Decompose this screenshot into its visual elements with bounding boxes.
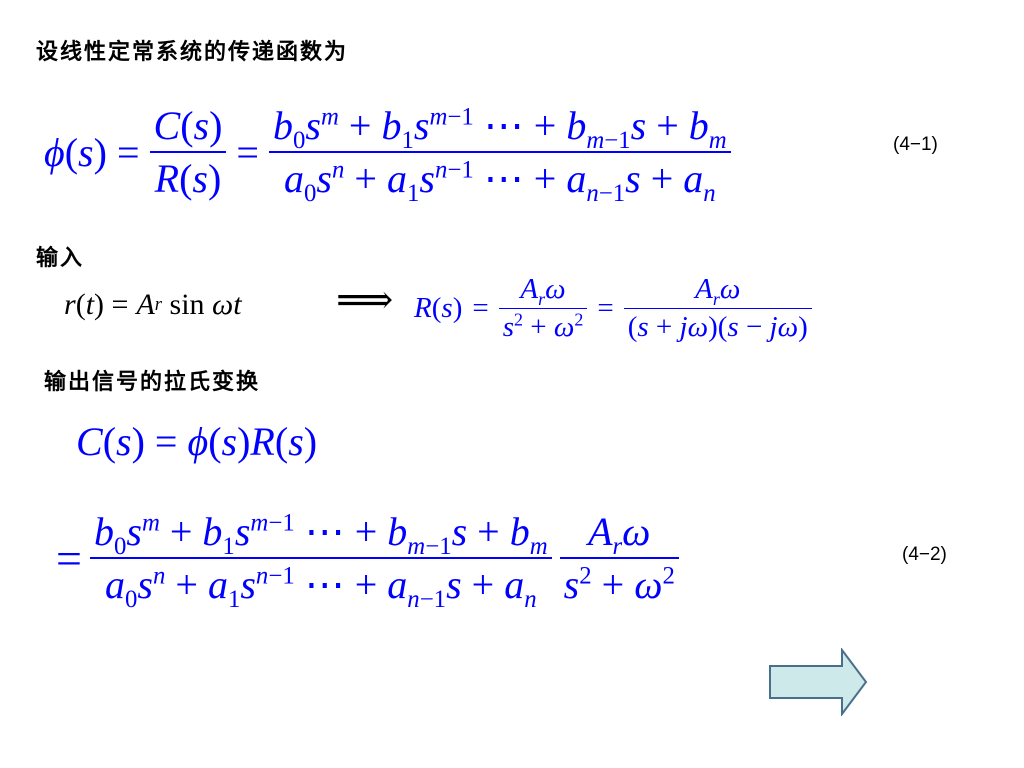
input-heading: 输入 bbox=[36, 246, 85, 271]
eq1-rhs-fraction: b0sm + b1sm−1 ⋯ + bm−1s + bm a0sn + a1sn… bbox=[268, 102, 731, 206]
input-fraction-2: Arω (s + jω)(s − jω) bbox=[623, 273, 812, 344]
equation-number-4-1: (4−1) bbox=[893, 134, 938, 155]
next-arrow-button[interactable] bbox=[768, 647, 868, 717]
input-fraction-1: Arω s2 + ω2 bbox=[498, 273, 588, 344]
intro-heading: 设线性定常系统的传递函数为 bbox=[36, 40, 349, 65]
implies-arrow: ⟹ bbox=[336, 277, 394, 322]
output-equation-line1: C(s) = ϕ(s)R(s) bbox=[76, 419, 318, 464]
eq2-transfer-fraction: b0sm + b1sm−1 ⋯ + bm−1s + bm a0sn + a1sn… bbox=[89, 508, 552, 612]
output-equation-line2: = b0sm + b1sm−1 ⋯ + bm−1s + bm a0sn + a1… bbox=[56, 488, 679, 628]
eq1-phi: ϕ bbox=[44, 129, 65, 175]
output-heading: 输出信号的拉氏变换 bbox=[44, 370, 261, 395]
equation-number-4-2: (4−2) bbox=[902, 544, 947, 565]
eq2-input-fraction: Arω s2 + ω2 bbox=[559, 508, 679, 608]
input-laplace-equation: R(s) = Arω s2 + ω2 = Arω (s + jω)(s − jω… bbox=[414, 258, 812, 358]
eq1-lhs-fraction: C(s) R(s) bbox=[149, 102, 227, 202]
equation-transfer-function: ϕ(s) = C(s) R(s) = b0sm + b1sm−1 ⋯ + bm−… bbox=[44, 86, 731, 218]
right-arrow-icon bbox=[769, 647, 868, 717]
